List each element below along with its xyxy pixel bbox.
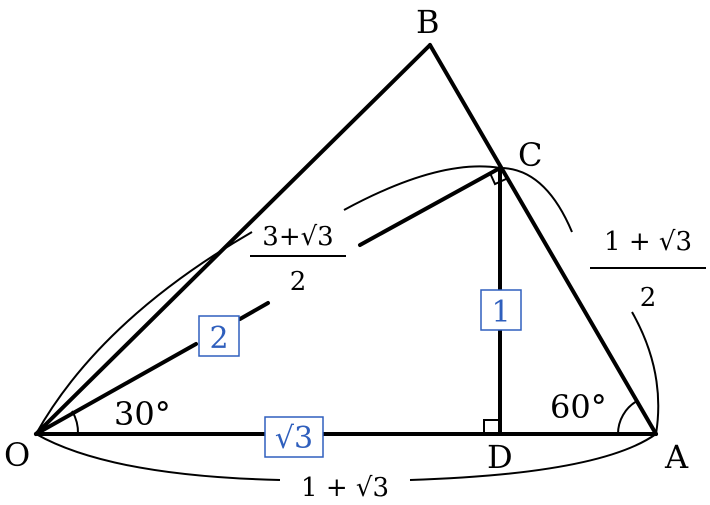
- length-label-CD: 1: [491, 295, 510, 330]
- length-label-CA-denominator: 2: [640, 283, 657, 313]
- point-label-A: A: [664, 438, 689, 476]
- segment-OC-part1: [34, 342, 198, 436]
- right-angle-mark-C: [489, 172, 507, 186]
- angle-arc-A: [616, 400, 638, 435]
- brace-CA: [499, 167, 660, 435]
- point-label-D: D: [487, 438, 513, 476]
- segment-BA: [428, 43, 658, 436]
- segment-OB: [34, 43, 432, 436]
- length-label-OC-half-numerator: 3+√3: [262, 222, 333, 252]
- segment-OC-part2: [238, 301, 270, 321]
- angle-label-A: 60°: [550, 388, 607, 426]
- length-label-OD: √3: [275, 421, 313, 456]
- point-label-O: O: [4, 436, 30, 474]
- length-box-CD: [480, 289, 522, 331]
- segment-OC-part3: [358, 166, 502, 247]
- point-label-C: C: [518, 136, 542, 174]
- length-box-OC: [198, 315, 240, 357]
- length-label-OC-half-denominator: 2: [290, 267, 307, 297]
- point-label-B: B: [416, 3, 440, 41]
- length-label-OA: 1 + √3: [301, 473, 389, 503]
- length-label-CA-numerator: 1 + √3: [604, 227, 692, 257]
- brace-OA: [35, 433, 657, 481]
- length-label-OC: 2: [209, 321, 228, 356]
- brace-OC: [35, 165, 501, 435]
- angle-arc-O: [71, 410, 80, 435]
- angle-label-O: 30°: [114, 395, 171, 433]
- length-box-OD: [264, 416, 324, 458]
- right-angle-mark-D: [483, 419, 500, 434]
